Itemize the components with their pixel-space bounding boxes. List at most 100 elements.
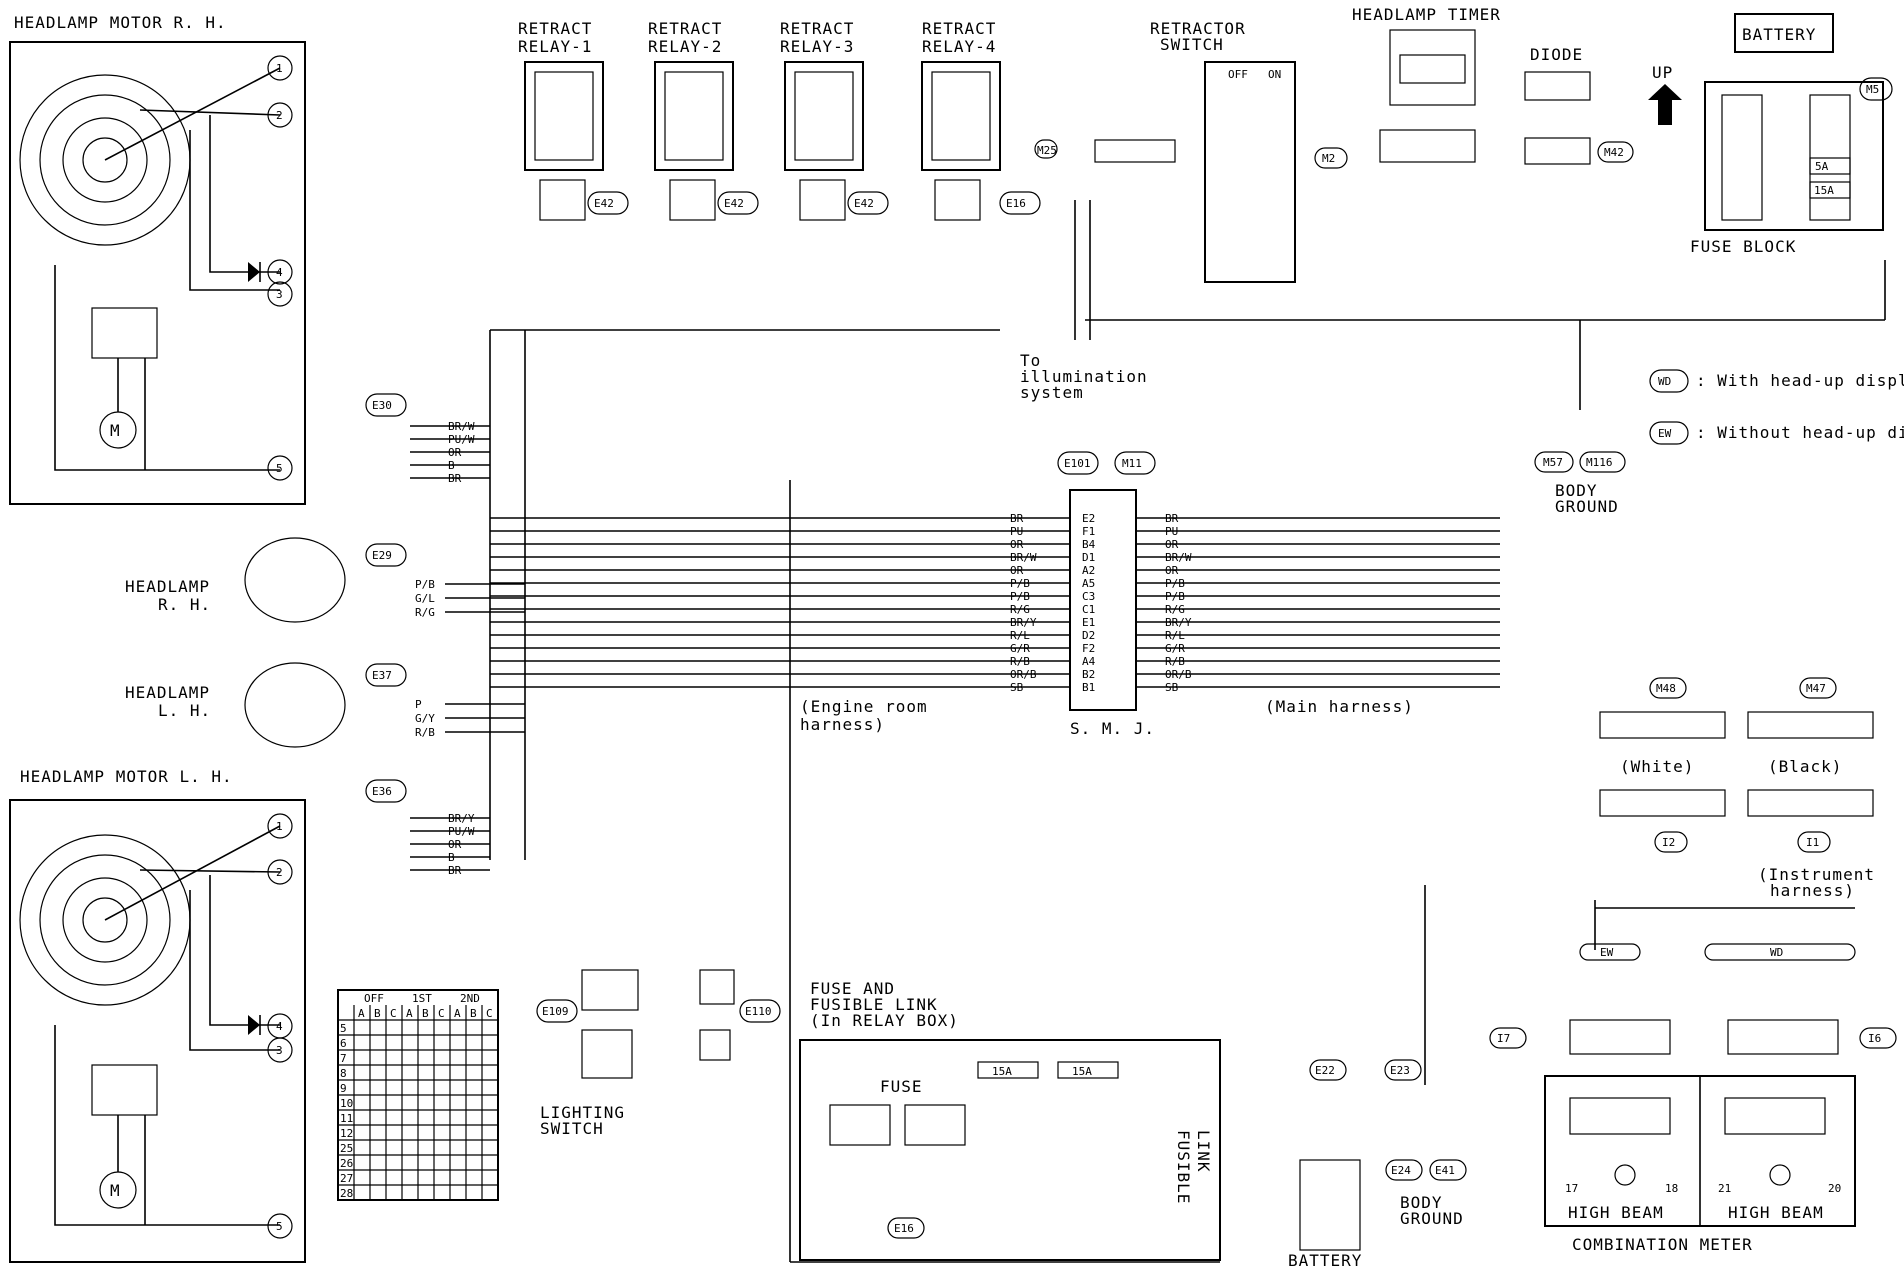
diode-component: DIODE M42	[1524, 45, 1634, 165]
relay-box: FUSE AND FUSIBLE LINK (In RELAY BOX) FUS…	[799, 979, 1221, 1261]
smj-pin: C1	[1082, 603, 1095, 616]
smj-pin: A5	[1082, 577, 1095, 590]
svg-text:HIGH BEAM: HIGH BEAM	[1568, 1203, 1664, 1222]
svg-text:FUSIBLE: FUSIBLE	[1174, 1130, 1193, 1204]
smj-pin: C3	[1082, 590, 1095, 603]
svg-text:DIODE: DIODE	[1530, 45, 1583, 64]
svg-text:E22: E22	[1315, 1064, 1335, 1077]
svg-text:system: system	[1020, 383, 1084, 402]
svg-text:I6: I6	[1868, 1032, 1881, 1045]
svg-text:FUSE: FUSE	[880, 1077, 923, 1096]
svg-text:GROUND: GROUND	[1400, 1209, 1464, 1228]
svg-text:HIGH BEAM: HIGH BEAM	[1728, 1203, 1824, 1222]
headlamp-rh: HEADLAMP R. H. E29 P/BG/LR/G	[125, 537, 525, 623]
switch-table-row: 9	[340, 1082, 347, 1095]
svg-text:5: 5	[276, 1220, 283, 1233]
headlamp-timer: HEADLAMP TIMER	[1352, 5, 1501, 163]
switch-table-sub: A	[406, 1007, 413, 1020]
svg-text:L. H.: L. H.	[158, 701, 211, 720]
svg-text:M116: M116	[1586, 456, 1613, 469]
lamp-wire-label: G/L	[415, 592, 435, 605]
up-arrow-icon: UP	[1648, 63, 1682, 125]
svg-text:E16: E16	[1006, 197, 1026, 210]
battery-bottom: E22 E23 BATTERY	[1288, 1059, 1422, 1270]
svg-text:M25: M25	[1037, 144, 1057, 157]
svg-text:18: 18	[1665, 1182, 1678, 1195]
switch-table-sub: C	[390, 1007, 397, 1020]
svg-text:FUSE BLOCK: FUSE BLOCK	[1690, 237, 1796, 256]
svg-text:21: 21	[1718, 1182, 1731, 1195]
smj-pin: E1	[1082, 616, 1095, 629]
switch-table-row: 10	[340, 1097, 353, 1110]
main-harness-label: (Main harness)	[1265, 697, 1414, 716]
svg-text:RETRACTOR: RETRACTOR	[1150, 19, 1246, 38]
svg-text:illumination: illumination	[1020, 367, 1148, 386]
svg-text:BODY: BODY	[1555, 481, 1598, 500]
illumination-note: To illumination system	[1020, 200, 1148, 402]
svg-text:M42: M42	[1604, 146, 1624, 159]
svg-text:harness): harness)	[800, 715, 885, 734]
smj-pin: D1	[1082, 551, 1095, 564]
lamp-wire-label: P/B	[415, 578, 435, 591]
svg-text:E36: E36	[372, 785, 392, 798]
lamp-wire-label: G/Y	[415, 712, 435, 725]
switch-table-row: 28	[340, 1187, 353, 1200]
smj-pin: A2	[1082, 564, 1095, 577]
lamp-wire-label: R/G	[415, 606, 435, 619]
svg-text:To: To	[1020, 351, 1041, 370]
switch-table-sub: C	[486, 1007, 493, 1020]
svg-text:E24: E24	[1391, 1164, 1411, 1177]
smj-pin: B1	[1082, 681, 1095, 694]
engine-harness-label: (Engine room	[800, 697, 928, 716]
svg-text:3: 3	[276, 288, 283, 301]
svg-text:E29: E29	[372, 549, 392, 562]
svg-text:OFF: OFF	[1228, 68, 1248, 81]
svg-text:4: 4	[276, 1020, 283, 1033]
svg-text:2: 2	[276, 866, 283, 879]
svg-text:UP: UP	[1652, 63, 1673, 82]
switch-table-header: 2ND	[460, 992, 480, 1005]
svg-text:RELAY-4: RELAY-4	[922, 37, 996, 56]
svg-text:1: 1	[276, 820, 283, 833]
body-ground-top: M57 M116 BODY GROUND	[1534, 320, 1626, 516]
svg-text:FUSIBLE LINK: FUSIBLE LINK	[810, 995, 938, 1014]
svg-text:E16: E16	[894, 1222, 914, 1235]
svg-text:(Instrument: (Instrument	[1758, 865, 1875, 884]
relay1-sub: RELAY-1	[518, 37, 592, 56]
switch-table-row: 7	[340, 1052, 347, 1065]
svg-text:E23: E23	[1390, 1064, 1410, 1077]
svg-text:SWITCH: SWITCH	[1160, 35, 1224, 54]
switch-table-row: 25	[340, 1142, 353, 1155]
svg-text:HEADLAMP TIMER: HEADLAMP TIMER	[1352, 5, 1501, 24]
switch-table-header: OFF	[364, 992, 384, 1005]
svg-text:HEADLAMP: HEADLAMP	[125, 683, 210, 702]
svg-text:ON: ON	[1268, 68, 1281, 81]
svg-text:E110: E110	[745, 1005, 772, 1018]
svg-text:E101: E101	[1064, 457, 1091, 470]
switch-table-row: 5	[340, 1022, 347, 1035]
retract-relays: RETRACT RELAY-1 RETRACT RELAY-2 RETRACT …	[518, 19, 1041, 221]
svg-text:I2: I2	[1662, 836, 1675, 849]
headlamp-lh: HEADLAMP L. H. E37 PG/YR/B	[125, 662, 525, 748]
svg-text:I7: I7	[1497, 1032, 1510, 1045]
svg-text:M5: M5	[1866, 83, 1879, 96]
svg-text:I1: I1	[1806, 836, 1819, 849]
svg-text:15A: 15A	[992, 1065, 1012, 1078]
svg-text:LINK: LINK	[1194, 1130, 1213, 1173]
svg-text:HEADLAMP: HEADLAMP	[125, 577, 210, 596]
svg-text:15A: 15A	[1814, 184, 1834, 197]
svg-text:E42: E42	[854, 197, 874, 210]
switch-table-row: 6	[340, 1037, 347, 1050]
svg-text:M: M	[110, 1181, 121, 1200]
motor-lh-title: HEADLAMP MOTOR L. H.	[20, 767, 233, 786]
switch-table-row: 8	[340, 1067, 347, 1080]
smj-pin: F2	[1082, 642, 1095, 655]
svg-text:15A: 15A	[1072, 1065, 1092, 1078]
svg-text:SWITCH: SWITCH	[540, 1119, 604, 1138]
svg-text:E109: E109	[542, 1005, 569, 1018]
